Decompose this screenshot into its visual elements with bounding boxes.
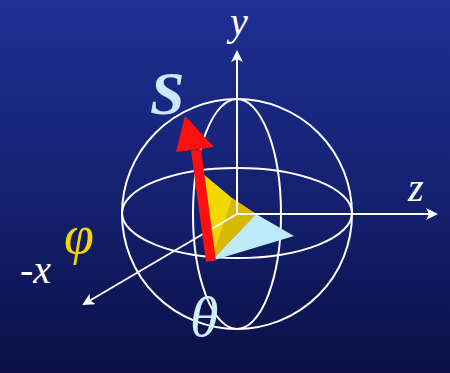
axis-label: z (408, 168, 424, 208)
z-axis (237, 213, 436, 215)
vector-label: S (150, 62, 184, 124)
axis-label: y (230, 2, 248, 42)
y-axis (236, 52, 238, 214)
axis-label: -x (20, 250, 51, 290)
phi-wedge-shade (211, 198, 256, 261)
spin-vector-shaft (196, 150, 211, 261)
angle-label: θ (190, 288, 219, 346)
angle-label: φ (64, 208, 94, 262)
